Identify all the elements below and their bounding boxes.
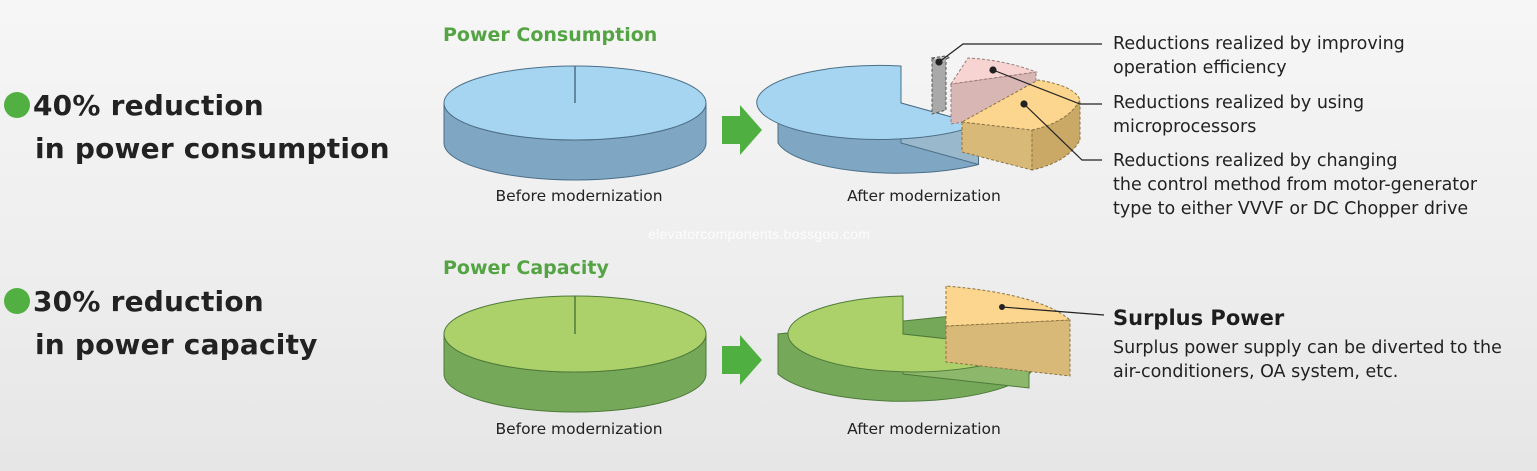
after-caption-consumption: After modernization [847, 187, 1001, 205]
power-consumption-title: Power Consumption [443, 24, 658, 46]
surplus-power-description: Surplus power supply can be diverted to … [1113, 338, 1502, 382]
consumption-headline-line1: 40% reduction [33, 89, 264, 122]
slice-gray-side [931, 55, 947, 115]
capacity-headline: 30% reduction in power capacity [4, 280, 318, 366]
pie-top [756, 64, 981, 140]
before-capacity-pie [443, 295, 707, 413]
consumption-headline: 40% reduction in power consumption [4, 84, 390, 170]
consumption-headline-line2: in power consumption [35, 132, 390, 165]
slice-top [945, 285, 1072, 327]
before-caption-capacity: Before modernization [495, 420, 663, 438]
right-arrow-icon [722, 105, 762, 155]
slice-side [945, 319, 1071, 377]
bullet-dot-icon [4, 92, 30, 118]
right-arrow-icon [722, 335, 762, 385]
before-consumption-pie [443, 65, 707, 181]
capacity-headline-line2: in power capacity [35, 328, 318, 361]
after-consumption-pie [756, 64, 981, 174]
surplus-power-title: Surplus Power [1113, 306, 1285, 330]
note-operation-efficiency: Reductions realized by improving operati… [1113, 34, 1405, 78]
capacity-headline-line1: 30% reduction [33, 285, 264, 318]
surplus-slice [945, 285, 1105, 377]
leader-lines [935, 43, 1102, 161]
note-control-method: Reductions realized by changing the cont… [1113, 151, 1478, 219]
before-caption-consumption: Before modernization [495, 187, 663, 205]
watermark: elevatorcomponents.bossgoo.com [648, 226, 871, 242]
bullet-dot-icon [4, 288, 30, 314]
note-microprocessors: Reductions realized by using microproces… [1113, 93, 1365, 137]
power-capacity-title: Power Capacity [443, 257, 609, 279]
after-caption-capacity: After modernization [847, 420, 1001, 438]
